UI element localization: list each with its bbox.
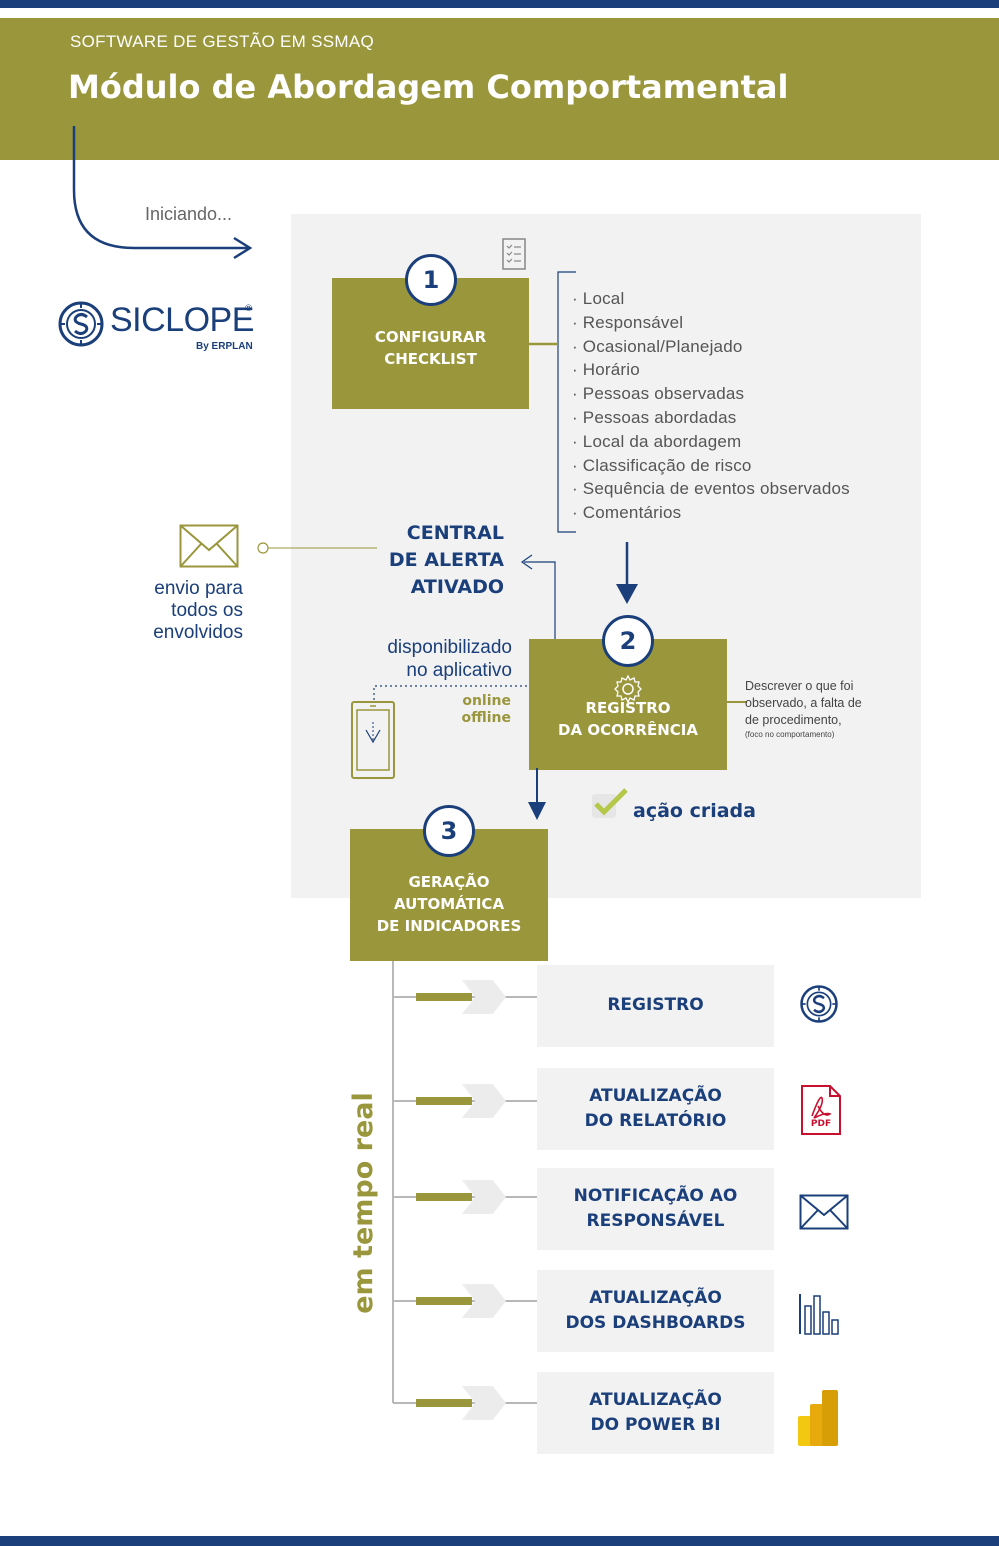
logo-by: By ERPLAN	[196, 341, 253, 352]
pdf-icon-label: PDF	[810, 1119, 832, 1129]
checklist-item: · Pessoas observadas	[572, 384, 745, 404]
output-line2: DO RELATÓRIO	[584, 1111, 727, 1131]
output-power-bi: ATUALIZAÇÃO DO POWER BI	[537, 1372, 774, 1454]
step2-note-line1: Descrever o que foi	[745, 679, 854, 693]
output-dashboards: ATUALIZAÇÃO DOS DASHBOARDS	[537, 1270, 774, 1352]
start-arrow-icon	[72, 126, 253, 260]
checklist-item: · Ocasional/Planejado	[572, 336, 743, 356]
checklist-item: · Classificação de risco	[572, 455, 752, 475]
app-line2: no aplicativo	[406, 660, 512, 681]
branch-marker	[416, 1297, 472, 1305]
checklist-item: · Local da abordagem	[572, 431, 742, 451]
step2-label-line2: DA OCORRÊNCIA	[558, 720, 698, 739]
step1-number: 1	[405, 254, 457, 306]
siclope-icon	[800, 985, 838, 1023]
app-text: disponibilizado no aplicativo	[340, 636, 512, 682]
envelope-icon	[799, 1194, 849, 1230]
output-line1: ATUALIZAÇÃO	[589, 1389, 722, 1410]
checkmark-icon	[592, 788, 628, 818]
output-line1: ATUALIZAÇÃO	[589, 1085, 722, 1106]
step2-number: 2	[602, 615, 654, 667]
app-dotted-connector	[373, 685, 528, 700]
mail-line2: todos os	[171, 600, 243, 621]
alert-connector	[257, 542, 377, 554]
top-bar	[0, 0, 999, 8]
checklist-item: · Local	[572, 289, 625, 308]
alert-line2: DE ALERTA	[388, 549, 504, 571]
logo-reg: ®	[244, 304, 253, 314]
app-modes: online offline	[440, 693, 511, 727]
output-line2: DOS DASHBOARDS	[565, 1313, 746, 1333]
checklist-item: · Pessoas abordadas	[572, 407, 737, 427]
alert-line1: CENTRAL	[406, 522, 504, 544]
offline-label: offline	[461, 710, 511, 726]
envelope-icon	[179, 524, 239, 568]
logo-name: SICLOPE	[110, 301, 254, 339]
branch-marker	[416, 1193, 472, 1201]
output-line1: NOTIFICAÇÃO AO	[573, 1185, 738, 1206]
checklist-item: · Horário	[572, 360, 640, 380]
checklist-icon	[502, 238, 526, 270]
start-label: Iniciando...	[145, 204, 233, 224]
alert-line3: ATIVADO	[410, 576, 504, 598]
checklist-items: · Local · Responsável · Ocasional/Planej…	[572, 287, 850, 525]
app-line1: disponibilizado	[387, 637, 512, 658]
output-notificacao: NOTIFICAÇÃO AO RESPONSÁVEL	[537, 1168, 774, 1250]
step2-note-small: (foco no comportamento)	[745, 730, 835, 739]
step3-arrow-icon	[528, 768, 546, 820]
output-registro: REGISTRO	[537, 965, 774, 1047]
pdf-icon: PDF	[800, 1084, 842, 1136]
smartphone-icon	[351, 701, 395, 779]
step3-label-line1: GERAÇÃO	[408, 873, 490, 892]
step3-label-line3: DE INDICADORES	[376, 916, 522, 935]
step2-connector	[727, 701, 747, 703]
step3-label-line2: AUTOMÁTICA	[393, 895, 505, 914]
checklist-item: · Sequência de eventos observados	[572, 479, 850, 499]
mail-line1: envio para	[154, 578, 243, 599]
output-line2: RESPONSÁVEL	[586, 1211, 725, 1231]
step3-number: 3	[423, 805, 475, 857]
step2-note-line3: de procedimento,	[745, 713, 842, 727]
branch-marker	[416, 1097, 472, 1105]
checklist-bracket	[528, 271, 576, 533]
bottom-bar	[0, 1536, 999, 1546]
step1-label-line1: CONFIGURAR	[374, 327, 487, 346]
power-bi-icon	[798, 1390, 838, 1446]
output-line2: DO POWER BI	[590, 1415, 721, 1435]
branch-marker	[416, 993, 472, 1001]
output-line1: REGISTRO	[607, 995, 704, 1016]
tree-trunk	[392, 961, 394, 1403]
siclope-logo-icon	[58, 301, 104, 347]
step1-label-line2: CHECKLIST	[384, 349, 477, 368]
down-arrow-icon	[616, 542, 638, 604]
mail-line3: envolvidos	[153, 622, 243, 643]
mail-text: envio para todos os envolvidos	[120, 578, 243, 644]
realtime-label: em tempo real	[348, 1092, 379, 1314]
alert-arrow-icon	[520, 554, 556, 640]
page-title: Módulo de Abordagem Comportamental	[68, 68, 789, 106]
output-line1: ATUALIZAÇÃO	[589, 1287, 722, 1308]
branch-marker	[416, 1399, 472, 1407]
step2-note-line2: observado, a falta de	[745, 696, 862, 710]
online-label: online	[462, 693, 511, 709]
alert-label: CENTRAL DE ALERTA ATIVADO	[370, 520, 504, 601]
action-label: ação criada	[633, 800, 756, 822]
gear-icon	[614, 674, 642, 704]
step2-note: Descrever o que foi observado, a falta d…	[745, 678, 862, 740]
checklist-item: · Responsável	[572, 312, 684, 332]
output-relatorio: ATUALIZAÇÃO DO RELATÓRIO	[537, 1068, 774, 1150]
header-subtitle: SOFTWARE DE GESTÃO EM SSMAQ	[70, 32, 375, 51]
header-banner	[0, 18, 999, 160]
step2-label-line1: REGISTRO	[585, 698, 671, 717]
bar-chart-icon	[799, 1294, 839, 1335]
checklist-item: · Comentários	[572, 503, 682, 523]
